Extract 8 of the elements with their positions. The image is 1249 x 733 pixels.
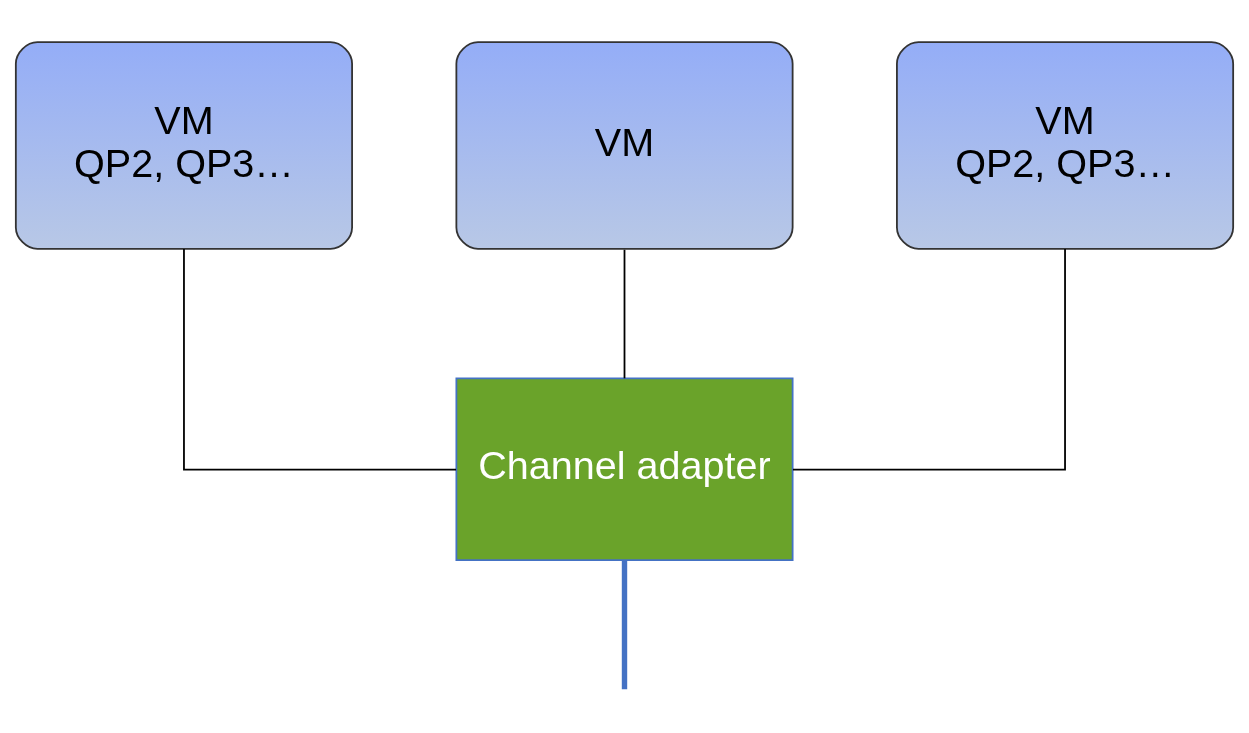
node-box: VM QP2, QP3… [14, 41, 353, 250]
node-box: Channel adapter [455, 377, 794, 561]
connector [183, 248, 457, 471]
connector [792, 248, 1066, 471]
connector [621, 560, 628, 690]
connector [623, 248, 626, 380]
node-box: VM QP2, QP3… [896, 41, 1235, 250]
node-box: VM [455, 41, 794, 250]
